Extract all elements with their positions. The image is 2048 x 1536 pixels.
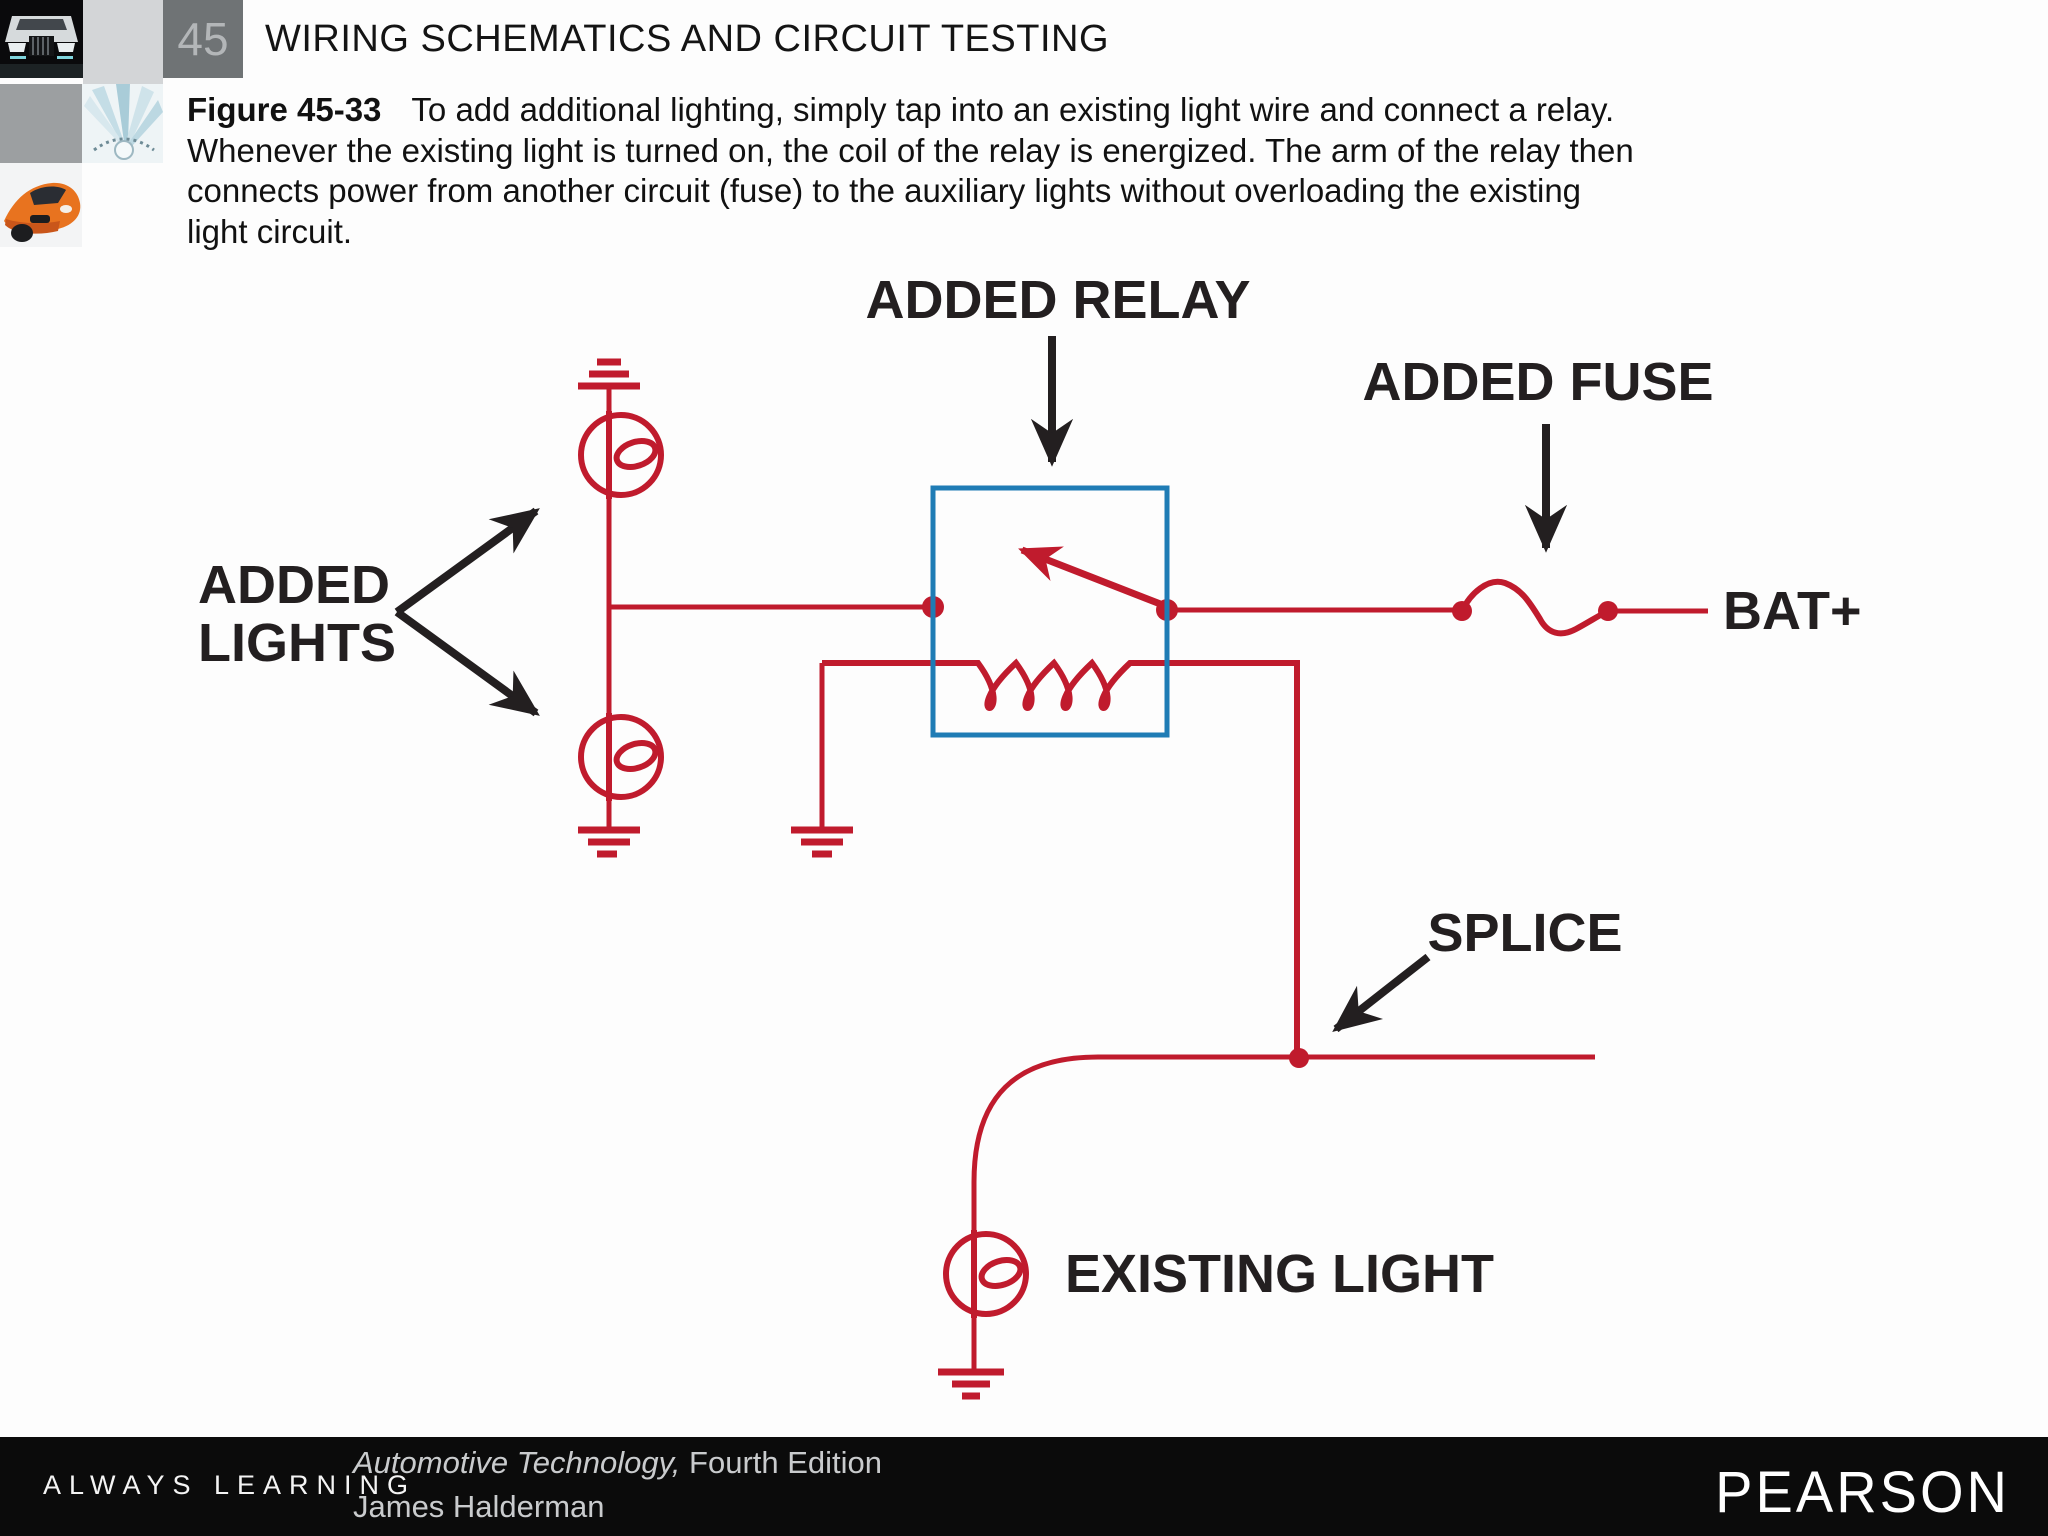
label-added-fuse: ADDED FUSE bbox=[1362, 352, 1713, 412]
footer-author: James Halderman bbox=[353, 1489, 605, 1524]
label-existing-light: EXISTING LIGHT bbox=[1065, 1244, 1494, 1304]
car-headlight-left bbox=[8, 43, 26, 52]
thumbnail-car-orange bbox=[0, 163, 82, 247]
car-grille-slats bbox=[32, 37, 49, 55]
junction-dot bbox=[1452, 601, 1472, 621]
footer-tagline: ALWAYS LEARNING bbox=[43, 1470, 417, 1500]
car-glow-right bbox=[57, 56, 73, 59]
caption-line: light circuit. bbox=[187, 212, 353, 250]
orange-car-headlight bbox=[60, 205, 72, 213]
label-added-relay: ADDED RELAY bbox=[865, 270, 1250, 330]
wire-existing-light-curve bbox=[971, 1054, 1099, 1234]
lamp-bulb bbox=[578, 714, 664, 800]
chapter-number: 45 bbox=[177, 13, 229, 65]
crystal-arc bbox=[93, 137, 155, 152]
label-splice: SPLICE bbox=[1427, 903, 1622, 963]
footer-book-title: Automotive Technology, Fourth Edition bbox=[353, 1445, 882, 1481]
splice-dot bbox=[1289, 1048, 1309, 1068]
publisher-logo: PEARSON bbox=[1715, 1458, 2010, 1525]
junction-dots bbox=[922, 596, 1618, 1068]
arrow-splice bbox=[1332, 953, 1431, 1033]
lamp-symbol-added-light-bottom bbox=[578, 713, 664, 801]
thumbnail-car-front bbox=[0, 0, 83, 78]
ground-symbol-top bbox=[578, 358, 640, 390]
book-title-italic: Automotive Technology, bbox=[353, 1445, 681, 1480]
figure-caption: Figure 45-33 To add additional lighting, … bbox=[187, 90, 1977, 252]
arrow-added-lights-bottom bbox=[394, 608, 540, 717]
caption-line: Whenever the existing light is turned on… bbox=[187, 131, 1634, 169]
lamps bbox=[578, 411, 1029, 1318]
annotation-arrows bbox=[394, 336, 1568, 1033]
lamp-filament bbox=[613, 740, 659, 772]
page-title: WIRING SCHEMATICS AND CIRCUIT TESTING bbox=[265, 18, 1109, 60]
figure-label: Figure 45-33 bbox=[187, 91, 382, 128]
circuit-wires bbox=[606, 386, 1708, 1372]
diagram-labels: ADDED RELAY ADDED FUSE ADDED LIGHTS BAT+… bbox=[198, 270, 1862, 1304]
car-windshield bbox=[16, 19, 67, 30]
lamp-symbol-added-light-top bbox=[578, 411, 664, 499]
chapter-number-box: 45 bbox=[163, 0, 243, 78]
relay-coil bbox=[822, 658, 1300, 1057]
thumbnail-crystal bbox=[82, 84, 163, 163]
car-ground-shadow bbox=[0, 64, 83, 78]
crystal-rays bbox=[84, 84, 163, 146]
lamp-filament bbox=[613, 438, 659, 470]
book-edition: Fourth Edition bbox=[680, 1445, 883, 1480]
arrow-added-lights-top bbox=[394, 507, 540, 616]
crystal-hub bbox=[114, 140, 134, 160]
caption-line: Figure 45-33 To add additional lighting, … bbox=[187, 90, 1977, 131]
caption-text: To add additional lighting, simply tap i… bbox=[411, 91, 1615, 128]
footer-bar: ALWAYS LEARNING Automotive Technology, F… bbox=[0, 1437, 2048, 1536]
ground-symbol-added-lights bbox=[578, 826, 640, 858]
thumbnail-gray-tile-1 bbox=[83, 0, 163, 84]
relay-switch-arm bbox=[1018, 546, 1165, 609]
lamp-filament bbox=[978, 1257, 1024, 1289]
ground-symbol-relay-coil bbox=[791, 826, 853, 858]
orange-car-grille bbox=[30, 215, 50, 223]
ground-symbols bbox=[578, 358, 1004, 1400]
orange-car-windshield bbox=[30, 186, 66, 205]
label-bat-plus: BAT+ bbox=[1723, 581, 1862, 641]
ground-symbol-existing-light bbox=[938, 1368, 1004, 1400]
label-added-lights-line1: ADDED bbox=[198, 555, 390, 615]
lamp-symbol-existing-light bbox=[943, 1230, 1029, 1318]
junction-dot bbox=[1598, 601, 1618, 621]
relay-box bbox=[930, 485, 1170, 738]
thumbnail-gray-tile-2 bbox=[0, 84, 82, 163]
fuse-symbol bbox=[1459, 578, 1610, 637]
car-glow-left bbox=[10, 56, 26, 59]
lamp-bulb bbox=[578, 412, 664, 498]
orange-car-wheel bbox=[11, 224, 33, 242]
label-added-lights-line2: LIGHTS bbox=[198, 613, 396, 673]
lamp-bulb bbox=[943, 1231, 1029, 1317]
caption-line: connects power from another circuit (fus… bbox=[187, 172, 1582, 209]
car-headlight-right bbox=[57, 43, 75, 52]
